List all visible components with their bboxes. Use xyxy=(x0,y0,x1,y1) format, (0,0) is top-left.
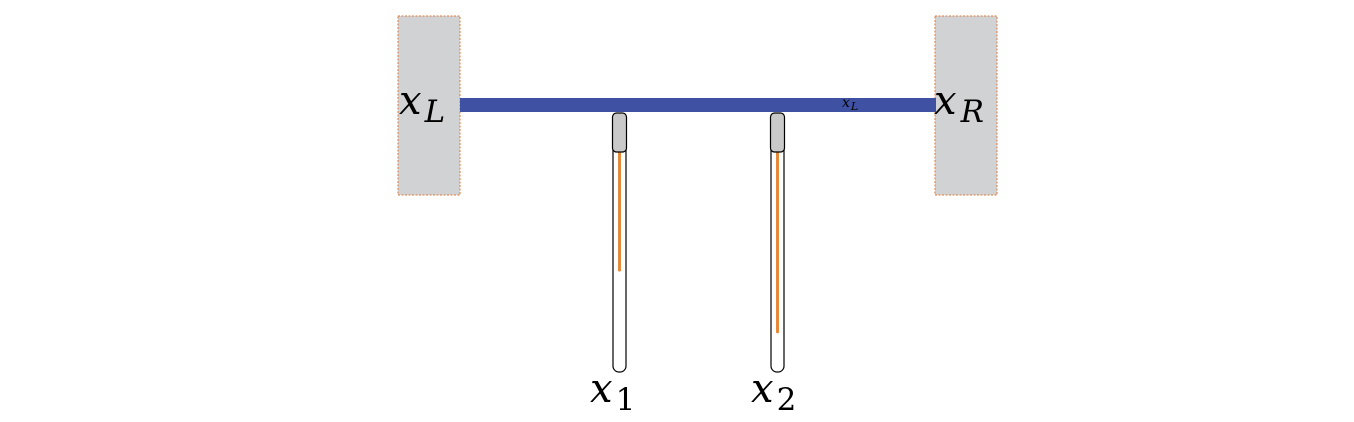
tube-2 xyxy=(769,112,786,373)
connecting-bar xyxy=(460,98,936,112)
tube-1-cap xyxy=(611,112,628,153)
tube-1 xyxy=(611,112,628,373)
bar-small-label: xL xyxy=(842,95,858,113)
tube-2-label: x2 xyxy=(751,366,796,418)
right-wall xyxy=(934,15,998,196)
tube-1-label: x1 xyxy=(590,366,635,418)
left-wall-label: xL xyxy=(399,78,445,130)
left-wall xyxy=(397,15,461,196)
tube-2-cap xyxy=(769,112,786,153)
